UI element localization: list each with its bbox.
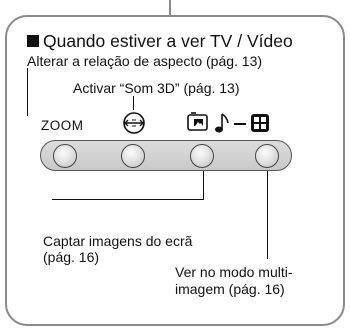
aspect-button[interactable] bbox=[121, 144, 145, 168]
capture-button[interactable] bbox=[190, 144, 214, 168]
aspect-leader-line bbox=[27, 68, 28, 116]
capture-leader-line-v bbox=[203, 171, 204, 200]
aspect-ratio-icon bbox=[123, 112, 145, 134]
section-heading: Quando estiver a ver TV / Vídeo bbox=[27, 31, 293, 51]
multi-image-icon bbox=[251, 114, 269, 132]
multi-image-button[interactable] bbox=[255, 144, 279, 168]
sound3d-label: Activar “Som 3D” (pág. 13) bbox=[73, 80, 240, 96]
aspect-label: Alterar a relação de aspecto (pág. 13) bbox=[27, 53, 263, 69]
heading-text: Quando estiver a ver TV / Vídeo bbox=[43, 31, 293, 51]
capture-icon bbox=[187, 112, 208, 131]
capture-label-line2: (pág. 16) bbox=[43, 249, 100, 265]
multi-leader-line bbox=[267, 171, 268, 259]
top-connector-line bbox=[169, 0, 171, 17]
dash-separator bbox=[234, 123, 246, 125]
capture-leader-line-h bbox=[52, 199, 204, 200]
sound3d-leader-line bbox=[133, 96, 134, 110]
zoom-label: ZOOM bbox=[41, 118, 84, 133]
square-bullet-icon bbox=[27, 35, 39, 47]
zoom-button[interactable] bbox=[53, 144, 77, 168]
music-note-icon bbox=[215, 113, 229, 133]
remote-button-bar bbox=[40, 140, 292, 171]
multi-label-line1: Ver no modo multi- bbox=[175, 264, 293, 280]
capture-label-line1: Captar imagens do ecrã bbox=[43, 233, 193, 249]
multi-label-line2: imagem (pág. 16) bbox=[175, 281, 285, 297]
